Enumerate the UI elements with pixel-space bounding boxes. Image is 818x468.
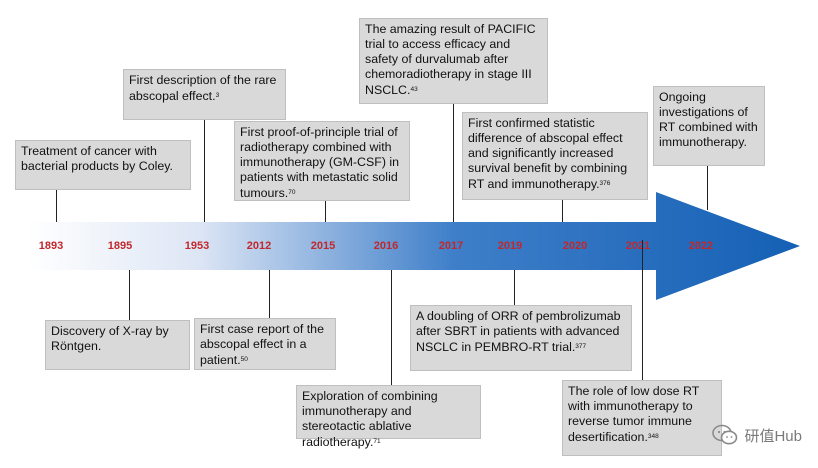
year-2020: 2020 (562, 240, 588, 252)
year-2017: 2017 (438, 240, 464, 252)
event-text: First description of the rare abscopal e… (129, 73, 277, 103)
event-ref: 348 (647, 433, 659, 440)
arrow-shape (28, 192, 800, 300)
event-ref: 377 (575, 343, 587, 350)
event-text: First case report of the abscopal effect… (200, 322, 324, 367)
event-text: The role of low dose RT with immunothera… (568, 384, 700, 444)
connector-line (453, 104, 454, 222)
event-box-1953: First description of the rare abscopal e… (123, 69, 286, 120)
event-box-1893: Treatment of cancer with bacterial produ… (15, 140, 191, 190)
event-box-2019: A doubling of ORR of pembrolizumab after… (410, 305, 632, 371)
event-text: The amazing result of PACIFIC trial to a… (365, 22, 536, 97)
connector-line (56, 190, 57, 222)
year-2021: 2021 (625, 240, 651, 252)
year-1953: 1953 (184, 240, 210, 252)
event-box-2015: First proof-of-principle trial of radiot… (234, 121, 410, 201)
event-box-2022: Ongoing investigations of RT combined wi… (653, 86, 765, 166)
year-2016: 2016 (373, 240, 399, 252)
year-2015: 2015 (310, 240, 336, 252)
year-2019: 2019 (497, 240, 523, 252)
watermark-text: 研值Hub (744, 427, 802, 445)
event-ref: 70 (288, 189, 296, 196)
year-1893: 1893 (38, 240, 64, 252)
connector-line (707, 166, 708, 210)
event-box-1895: Discovery of X-ray by Röntgen. (45, 320, 190, 370)
event-ref: 71 (373, 438, 381, 445)
event-text: A doubling of ORR of pembrolizumab after… (416, 309, 621, 354)
wechat-icon (712, 424, 738, 445)
event-text: Exploration of combining immunotherapy a… (302, 389, 438, 449)
year-2022: 2022 (688, 240, 714, 252)
event-text: Discovery of X-ray by Röntgen. (51, 324, 169, 353)
watermark: 研值Hub (712, 424, 802, 446)
event-text: Ongoing investigations of RT combined wi… (659, 90, 758, 149)
connector-line (325, 200, 326, 222)
year-1895: 1895 (107, 240, 133, 252)
event-box-2017: The amazing result of PACIFIC trial to a… (359, 18, 548, 104)
event-text: Treatment of cancer with bacterial produ… (21, 144, 173, 173)
event-box-2012: First case report of the abscopal effect… (194, 318, 336, 370)
event-ref: 376 (599, 180, 611, 187)
connector-line (391, 270, 392, 385)
connector-line (562, 200, 563, 222)
event-box-2021: The role of low dose RT with immunothera… (562, 380, 722, 456)
event-ref: 50 (240, 356, 248, 363)
connector-line (129, 270, 130, 320)
event-box-2020: First confirmed statistic difference of … (462, 112, 648, 200)
event-box-2016: Exploration of combining immunotherapy a… (296, 385, 481, 449)
event-text: First confirmed statistic difference of … (468, 116, 628, 191)
event-ref: 3 (215, 92, 220, 99)
year-2012: 2012 (246, 240, 272, 252)
event-text: First proof-of-principle trial of radiot… (240, 125, 400, 200)
connector-line (642, 240, 643, 380)
connector-line (204, 120, 205, 222)
connector-line (514, 270, 515, 306)
connector-line (269, 270, 270, 320)
event-ref: 43 (410, 86, 418, 93)
